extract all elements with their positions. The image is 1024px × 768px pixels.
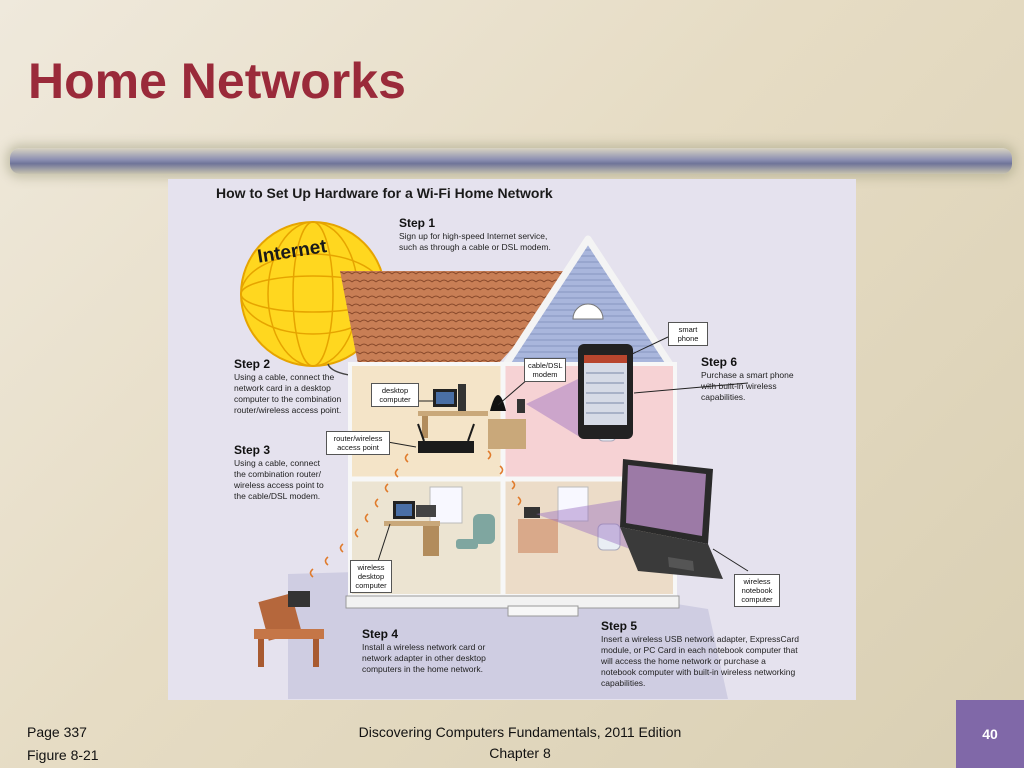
- label-desktop-computer: desktop computer: [371, 383, 419, 407]
- step-heading: Step 2: [234, 357, 271, 371]
- step-4: Step 4 Install a wireless network card o…: [362, 627, 492, 675]
- smart-phone-icon: [578, 344, 633, 439]
- book-title: Discovering Computers Fundamentals, 2011…: [358, 724, 682, 740]
- small-phone-icon: [517, 399, 525, 413]
- window: [557, 486, 589, 522]
- desk: [518, 519, 558, 553]
- step-5: Step 5 Insert a wireless USB network ada…: [601, 619, 801, 689]
- step-text: Purchase a smart phone with built-in wir…: [701, 370, 794, 402]
- footer-center: Discovering Computers Fundamentals, 2011…: [320, 722, 720, 764]
- step-heading: Step 4: [362, 627, 399, 641]
- chapter-label: Chapter 8: [489, 745, 551, 761]
- label-router: router/wireless access point: [326, 431, 390, 455]
- router-icon: [417, 423, 475, 453]
- gable-vent: [572, 303, 604, 320]
- desktop-computer-icon: [418, 384, 488, 438]
- label-wireless-notebook: wireless notebook computer: [734, 574, 780, 607]
- wireless-desktop-icon: [384, 501, 440, 556]
- step-2: Step 2 Using a cable, connect the networ…: [234, 357, 342, 416]
- step-heading: Step 3: [234, 443, 271, 457]
- notebook-computer-icon: [620, 459, 723, 579]
- page-reference: Page 337: [27, 724, 87, 740]
- label-smart-phone: smart phone: [668, 322, 708, 346]
- page-number-box: 40: [956, 700, 1024, 768]
- signal-beam: [536, 499, 630, 549]
- step-heading: Step 5: [601, 619, 638, 633]
- front-steps: [507, 605, 579, 617]
- step-text: Using a cable, connect the combination r…: [234, 458, 324, 501]
- footer-left: Page 337 Figure 8-21: [27, 721, 99, 767]
- laptop-small-icon: [524, 507, 540, 518]
- page-number: 40: [982, 726, 998, 742]
- roof-shingles: [340, 271, 583, 364]
- figure-reference: Figure 8-21: [27, 747, 99, 763]
- adirondack-chair-icon: [254, 591, 324, 667]
- step-text: Using a cable, connect the network card …: [234, 372, 342, 415]
- step-1: Step 1 Sign up for high-speed Internet s…: [399, 216, 559, 253]
- wifi-signal-arcs: [309, 450, 522, 578]
- step-text: Install a wireless network card or netwo…: [362, 642, 486, 674]
- house-illustration: [240, 221, 749, 699]
- slide-title: Home Networks: [28, 53, 406, 109]
- title-divider-bar: [10, 148, 1012, 174]
- step-heading: Step 6: [701, 355, 738, 369]
- side-table: [488, 419, 526, 449]
- step-heading: Step 1: [399, 216, 436, 230]
- chair: [597, 523, 621, 551]
- wifi-home-network-figure: How to Set Up Hardware for a Wi-Fi Home …: [168, 179, 856, 700]
- signal-beam: [526, 379, 583, 439]
- step-6: Step 6 Purchase a smart phone with built…: [701, 355, 801, 403]
- label-cable-dsl-modem: cable/DSL modem: [524, 358, 566, 382]
- step-3: Step 3 Using a cable, connect the combin…: [234, 443, 332, 502]
- step-text: Sign up for high-speed Internet service,…: [399, 231, 551, 252]
- cable-modem-icon: [490, 395, 506, 411]
- armchair-icon: [456, 514, 495, 549]
- label-wireless-desktop: wireless desktop computer: [350, 560, 392, 593]
- figure-title: How to Set Up Hardware for a Wi-Fi Home …: [216, 185, 553, 201]
- step-text: Insert a wireless USB network adapter, E…: [601, 634, 799, 688]
